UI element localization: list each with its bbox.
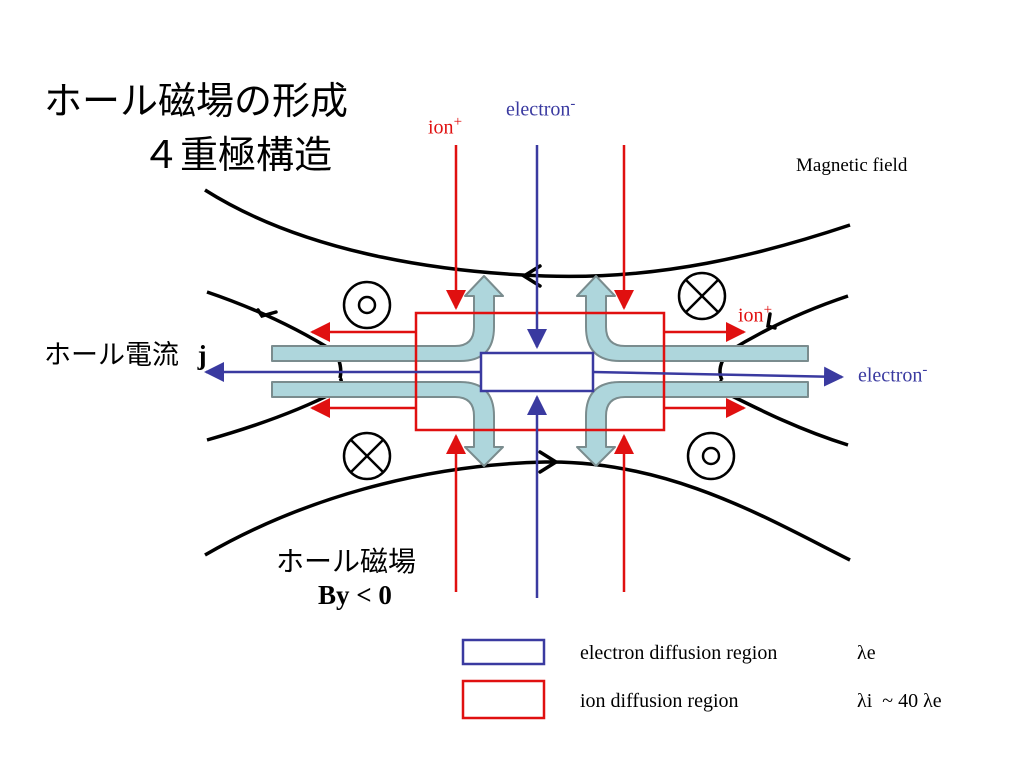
electron-label-top-charge: -: [570, 96, 576, 112]
electron-label-top: electron-: [506, 96, 575, 122]
title-line-1: ホール磁場の形成: [44, 79, 349, 123]
ion-label-top-text: ion: [428, 116, 454, 139]
field-line-bottom: [204, 460, 851, 562]
hall-current-symbol: j: [197, 340, 207, 370]
ion-label-top-charge: +: [453, 114, 463, 130]
field-line-upper-left: [206, 290, 343, 379]
outflow-right-upper: [576, 275, 809, 362]
legend-ion-name: ion diffusion region: [580, 690, 739, 712]
outflow-left-upper: [271, 275, 504, 362]
legend-ion-swatch: [461, 679, 546, 720]
ion-label-right-text: ion: [738, 304, 764, 327]
field-arrowhead-upper-right: [766, 312, 777, 330]
electron-label-right: electron-: [858, 362, 927, 388]
ion-label-right-charge: +: [763, 302, 773, 318]
field-arrowhead-top: [520, 264, 542, 288]
dot-symbol-upper-left: [342, 280, 392, 330]
cross-symbol-lower-left: [342, 431, 392, 481]
electron-diffusion-region: [479, 351, 595, 393]
legend-ion-scale: λi ~ 40 λe: [857, 690, 942, 712]
field-arrowhead-upper-left: [256, 308, 278, 319]
field-symbols: [342, 271, 736, 481]
hall-current-text: ホール電流: [44, 340, 179, 371]
ion-flow: [310, 145, 746, 592]
ion-label-right: ion+: [738, 302, 772, 328]
ion-label-top: ion+: [428, 114, 462, 140]
legend-electron-scale: λe: [857, 642, 876, 664]
field-line-top: [204, 188, 851, 279]
electron-label-right-charge: -: [922, 362, 928, 378]
field-arrowhead-bottom: [538, 450, 560, 474]
outflow-left-lower: [271, 381, 504, 467]
legend-electron-swatch: [461, 638, 546, 666]
magnetic-field-label: Magnetic field: [796, 155, 908, 176]
title-line-2: ４重極構造: [142, 133, 333, 177]
electron-label-top-text: electron: [506, 98, 571, 121]
field-arrowheads: [256, 264, 777, 474]
cross-symbol-upper-right: [677, 271, 727, 321]
electron-flow: [204, 145, 844, 598]
hall-current-label: ホール電流 j: [44, 333, 207, 372]
hall-field-label: ホール磁場: [276, 545, 417, 578]
dot-symbol-lower-right: [686, 431, 736, 481]
hall-field-value: By < 0: [318, 580, 392, 610]
legend-electron-name: electron diffusion region: [580, 642, 778, 664]
electron-label-right-text: electron: [858, 364, 923, 387]
outflow-right-lower: [576, 381, 809, 467]
